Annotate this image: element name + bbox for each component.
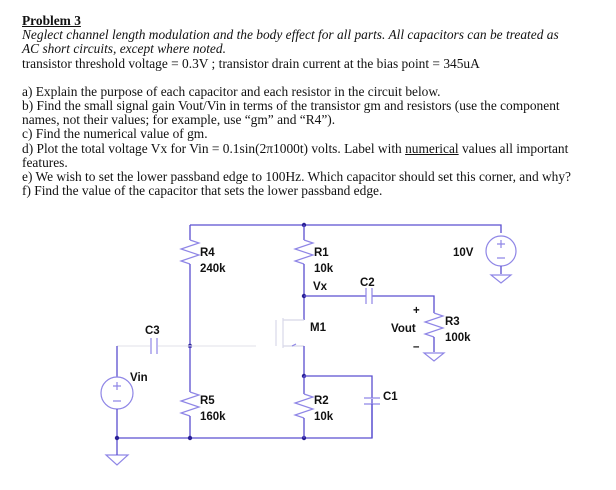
label-vx: Vx: [313, 281, 328, 293]
given-values: transistor threshold voltage = 0.3V ; tr…: [22, 55, 480, 71]
question-d-line-1: d) Plot the total voltage Vx for Vin = 0…: [22, 140, 602, 156]
capacitor-c3: [150, 338, 158, 354]
problem-text: Problem 3 Neglect channel length modulat…: [22, 13, 602, 199]
label-r5: R5: [200, 395, 215, 407]
label-vout-minus: –: [413, 341, 420, 353]
resistor-r5: [179, 391, 201, 417]
input-source-vin: [100, 376, 134, 410]
label-10v: 10V: [453, 247, 474, 259]
supply-source-10v: [485, 235, 517, 284]
label-m1: M1: [310, 322, 327, 334]
intro-line-1: Neglect channel length modulation and th…: [22, 27, 559, 43]
resistor-r1: [293, 239, 315, 265]
value-r2: 10k: [314, 411, 334, 423]
question-d-underlined: numerical: [405, 140, 459, 156]
label-c1: C1: [383, 391, 398, 403]
label-vout: Vout: [391, 323, 416, 335]
value-r4: 240k: [200, 263, 226, 275]
question-f: f) Find the value of the capacitor that …: [22, 183, 383, 199]
question-d-pre: d) Plot the total voltage Vx for Vin = 0…: [22, 140, 406, 156]
label-r1: R1: [314, 247, 329, 259]
value-r5: 160k: [200, 411, 226, 423]
ground-icon: [489, 274, 513, 284]
resistor-r2: [293, 393, 315, 419]
question-e: e) We wish to set the lower passband edg…: [22, 169, 571, 185]
vdd-rail-wire: [190, 224, 502, 233]
question-b-line-1: b) Find the small signal gain Vout/Vin i…: [22, 98, 560, 114]
question-d-post: values all important: [458, 140, 569, 156]
intro-line-2: AC short circuits, except where noted.: [22, 41, 226, 57]
problem-title: Problem 3: [22, 13, 81, 28]
label-c3: C3: [145, 325, 160, 337]
label-c2: C2: [360, 277, 375, 289]
ground-icon: [104, 454, 130, 466]
value-r3: 100k: [445, 332, 471, 344]
label-r3: R3: [445, 316, 460, 328]
ground-rail-wire: [117, 399, 373, 439]
value-r1: 10k: [314, 263, 334, 275]
question-a: a) Explain the purpose of each capacitor…: [22, 83, 441, 99]
label-vin: Vin: [130, 372, 148, 384]
question-d-line-2: features.: [22, 154, 68, 170]
resistor-r3: [423, 312, 445, 338]
question-c: c) Find the numerical value of gm.: [22, 126, 208, 142]
label-r4: R4: [200, 247, 215, 259]
question-b-line-2: names, not their values; for example, us…: [22, 112, 336, 128]
capacitor-c2: [365, 288, 373, 304]
resistor-r4: [179, 239, 201, 265]
label-vout-plus: +: [413, 305, 420, 317]
label-r2: R2: [314, 395, 329, 407]
transistor-m1: [275, 318, 304, 348]
ground-icon: [422, 352, 446, 362]
